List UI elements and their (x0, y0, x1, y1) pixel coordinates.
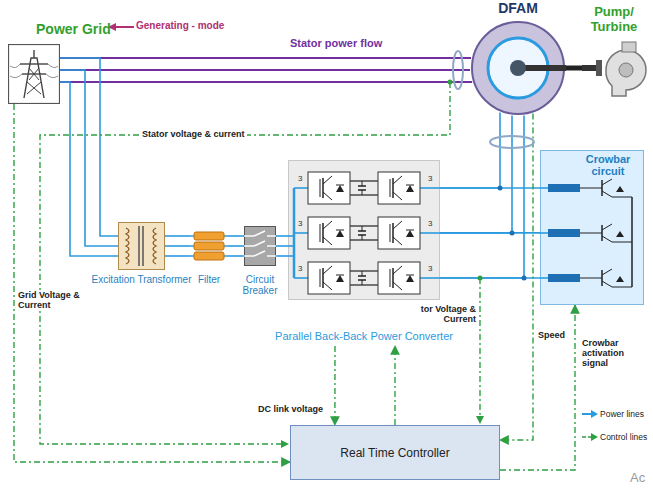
node-text: Parallel Back-Back Power Converter (275, 330, 453, 342)
connector-line (60, 82, 118, 256)
converter-panel-art (288, 160, 440, 300)
power-grid-box: Power Grid (8, 44, 60, 104)
node-text: Excitation Transformer (91, 274, 191, 285)
crowbar-box: Crowbar circuit (540, 150, 644, 305)
connector-line (500, 114, 533, 440)
connector-line (440, 187, 540, 189)
stator-sensor (453, 51, 463, 89)
connector (395, 346, 396, 425)
connector-line (276, 235, 288, 237)
connector-line (440, 116, 524, 278)
connector-line (165, 255, 190, 257)
connector (14, 104, 290, 462)
connector-line (14, 104, 290, 462)
connector-line (440, 232, 540, 234)
node-text: Power Grid (36, 21, 111, 37)
connector-line (276, 255, 288, 257)
connector (500, 114, 533, 440)
machine-circle-art (470, 20, 566, 116)
tap-dot (448, 80, 453, 85)
controller-box: Real Time Controller (290, 425, 500, 480)
connector-line (440, 116, 512, 233)
connector-line (165, 245, 190, 247)
annotation-label: Speed (538, 330, 565, 340)
rotor-sensor (490, 136, 534, 148)
transformer-box-art (118, 222, 165, 270)
connector-line (334, 346, 336, 425)
annotation-label: Stator voltage & current (140, 129, 247, 139)
connector-label: Stator power flow (290, 37, 382, 49)
connector-line (60, 58, 118, 236)
annotation-label: Generating - mode (136, 20, 224, 31)
connector-line (228, 255, 244, 257)
connector (500, 305, 575, 470)
legend-text: Power lines (600, 409, 644, 419)
rotor-measure-head (476, 416, 484, 424)
connector-line (228, 235, 244, 237)
connector-label: DC link voltage (258, 404, 323, 414)
connector-line (440, 113, 500, 189)
annotation-label: Ac (630, 470, 645, 485)
connector (60, 58, 472, 82)
node-text: DFAM (470, 0, 566, 16)
connector-line (394, 346, 395, 425)
machine-circle: DFAM (470, 20, 566, 116)
legend-control-head (591, 433, 598, 441)
connector-line (228, 245, 244, 247)
connector-line (60, 57, 471, 59)
node-text: Circuit Breaker (233, 274, 287, 296)
annotation-label: Crowbar activation signal (582, 338, 648, 368)
tap-dot (478, 276, 483, 281)
annotation-label: 3 (428, 219, 432, 228)
breaker-box: Circuit Breaker (244, 226, 276, 266)
connector (566, 68, 582, 69)
converter-panel: Parallel Back-Back Power Converter (288, 160, 440, 300)
connector-line (165, 235, 190, 237)
filter-box: Filter (190, 226, 228, 266)
connector (165, 236, 190, 256)
connector-line (276, 245, 288, 247)
connector-line (500, 305, 575, 470)
annotation-label: Grid Voltage & Current (18, 290, 90, 310)
annotation-label: 3 (428, 174, 432, 183)
connector (60, 58, 118, 256)
connector-line (60, 69, 470, 71)
node-text: Real Time Controller (340, 446, 449, 460)
connector (440, 188, 540, 278)
junction-dot (510, 231, 515, 236)
stator-measure-head (281, 440, 289, 448)
annotation-label: tor Voltage & Current (412, 304, 476, 324)
power-grid-box-art (8, 44, 60, 104)
connector (276, 236, 288, 256)
legend-power-head (591, 410, 598, 418)
connector (334, 346, 335, 425)
annotation-label: 3 (298, 174, 302, 183)
annotation-label: 3 (298, 219, 302, 228)
connector (228, 236, 244, 256)
pump-turbine-icon: Pump/ Turbine (582, 40, 648, 100)
connector-line (60, 81, 472, 83)
junction-dot (522, 276, 527, 281)
rotor-measure-line (479, 278, 480, 418)
mode-arrow (115, 26, 134, 28)
filter-box-art (190, 226, 228, 266)
legend-text: Control lines (600, 432, 647, 442)
annotation-label: 3 (298, 264, 302, 273)
connector-line (566, 66, 582, 71)
node-text: Crowbar circuit (576, 153, 640, 177)
annotation-label: 3 (428, 264, 432, 273)
junction-dot (498, 186, 503, 191)
breaker-box-art (244, 226, 276, 266)
connector-line (60, 70, 118, 246)
connector (440, 113, 524, 279)
node-text: Filter (198, 274, 220, 285)
transformer-box: Excitation Transformer (118, 222, 165, 270)
pump-turbine-icon-art (582, 40, 648, 100)
stator-measure-line (40, 82, 450, 444)
node-text: Pump/ Turbine (580, 4, 648, 34)
